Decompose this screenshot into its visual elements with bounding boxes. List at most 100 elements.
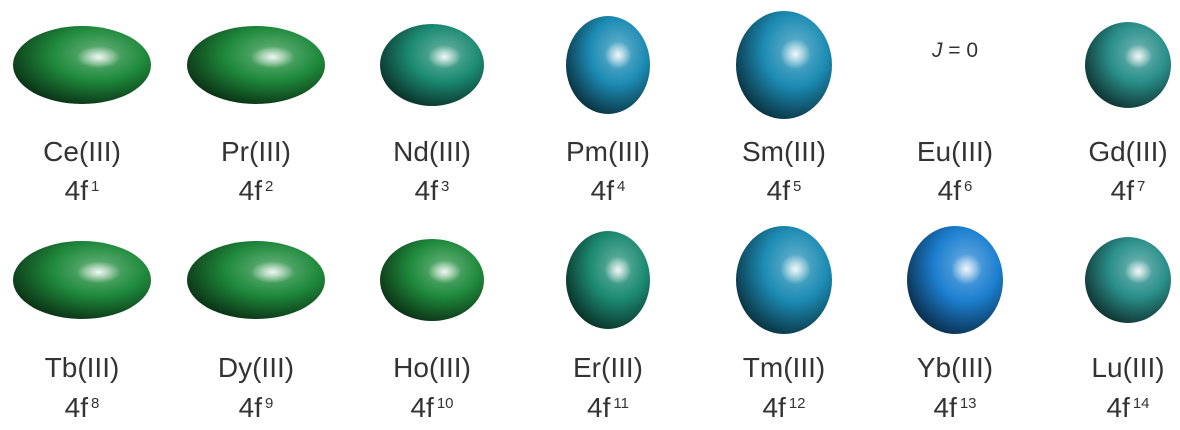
- charge-density-shape: [172, 5, 340, 101]
- charge-density-shape: [348, 5, 516, 101]
- shape-highlight: [780, 254, 811, 284]
- shape-highlight: [605, 256, 632, 283]
- shape-highlight: [428, 45, 461, 68]
- shape-body: [13, 241, 151, 319]
- config-electron-count: 5: [793, 178, 801, 195]
- config-electron-count: 14: [1133, 395, 1150, 412]
- shape-body: [736, 226, 832, 334]
- config-electron-count: 2: [265, 178, 273, 195]
- charge-density-shape: [1044, 220, 1180, 316]
- config-orbital: 4f: [762, 392, 785, 423]
- shape-highlight: [1125, 44, 1153, 68]
- j-zero-label: J = 0: [871, 39, 1039, 63]
- config-orbital: 4f: [767, 175, 790, 206]
- config-electron-count: 8: [91, 395, 99, 412]
- j-variable: J: [932, 39, 943, 62]
- sphere-ellipsoid: [1044, 220, 1180, 340]
- oblate-ellipsoid: [0, 5, 166, 125]
- shape-highlight: [951, 254, 982, 284]
- config-electron-count: 10: [437, 395, 454, 412]
- oblate-ellipsoid: [172, 5, 340, 125]
- config-orbital: 4f: [1106, 392, 1129, 423]
- config-orbital: 4f: [938, 175, 961, 206]
- ion-name: Yb(III): [871, 353, 1039, 383]
- config-electron-count: 1: [91, 178, 99, 195]
- shape-body: [187, 241, 325, 319]
- config-orbital: 4f: [65, 175, 88, 206]
- config-electron-count: 9: [265, 395, 273, 412]
- oblate-ellipsoid: [172, 220, 340, 340]
- charge-density-shape: [1044, 5, 1180, 101]
- prolate-ellipsoid: [700, 220, 868, 340]
- ion-name: Ce(III): [0, 137, 166, 167]
- ion-name: Tm(III): [700, 353, 868, 383]
- charge-density-shape: [524, 220, 692, 316]
- ion-name: Ho(III): [348, 353, 516, 383]
- config-orbital: 4f: [1111, 175, 1134, 206]
- shape-body: [380, 24, 484, 106]
- charge-density-shape: [348, 220, 516, 316]
- shape-highlight: [428, 260, 461, 283]
- config-electron-count: 3: [441, 178, 449, 195]
- prolate-ellipsoid: [524, 5, 692, 125]
- config-orbital: 4f: [65, 392, 88, 423]
- ion-name: Nd(III): [348, 137, 516, 167]
- config-orbital: 4f: [239, 175, 262, 206]
- ion-name: Tb(III): [0, 353, 166, 383]
- ion-name: Er(III): [524, 353, 692, 383]
- config-orbital: 4f: [933, 392, 956, 423]
- shape-body: [1085, 237, 1171, 323]
- config-orbital: 4f: [591, 175, 614, 206]
- config-orbital: 4f: [239, 392, 262, 423]
- config-electron-count: 12: [789, 395, 806, 412]
- charge-density-shape: J = 0: [871, 5, 1039, 101]
- shape-highlight: [605, 41, 632, 68]
- shape-highlight: [1125, 259, 1153, 283]
- charge-density-shape: [524, 5, 692, 101]
- prolate-ellipsoid: [871, 220, 1039, 340]
- config-electron-count: 11: [613, 395, 629, 412]
- shape-body: [187, 26, 325, 104]
- ion-name: Dy(III): [172, 353, 340, 383]
- ion-name: Lu(III): [1044, 353, 1180, 383]
- sphere-ellipsoid: [1044, 5, 1180, 125]
- shape-body: [566, 231, 650, 329]
- ion-name: Sm(III): [700, 137, 868, 167]
- config-electron-count: 4: [617, 178, 625, 195]
- shape-highlight: [250, 46, 294, 68]
- prolate-ellipsoid: [524, 220, 692, 340]
- ion-name: Pm(III): [524, 137, 692, 167]
- shape-highlight: [76, 261, 120, 283]
- ion-name: Pr(III): [172, 137, 340, 167]
- charge-density-shape: [700, 220, 868, 316]
- shape-body: [736, 11, 832, 119]
- charge-density-shape: [871, 220, 1039, 316]
- config-orbital: 4f: [415, 175, 438, 206]
- ion-name: Gd(III): [1044, 137, 1180, 167]
- shape-highlight: [250, 261, 294, 283]
- charge-density-shape: [700, 5, 868, 101]
- shape-highlight: [76, 46, 120, 68]
- shape-body: [566, 16, 650, 114]
- oblate-ellipsoid: [348, 220, 516, 340]
- config-electron-count: 7: [1137, 178, 1145, 195]
- charge-density-shape: [0, 220, 166, 316]
- shape-highlight: [780, 39, 811, 69]
- config-orbital: 4f: [410, 392, 433, 423]
- j-value: = 0: [942, 39, 978, 62]
- config-electron-count: 6: [964, 178, 972, 195]
- shape-body: [907, 226, 1003, 334]
